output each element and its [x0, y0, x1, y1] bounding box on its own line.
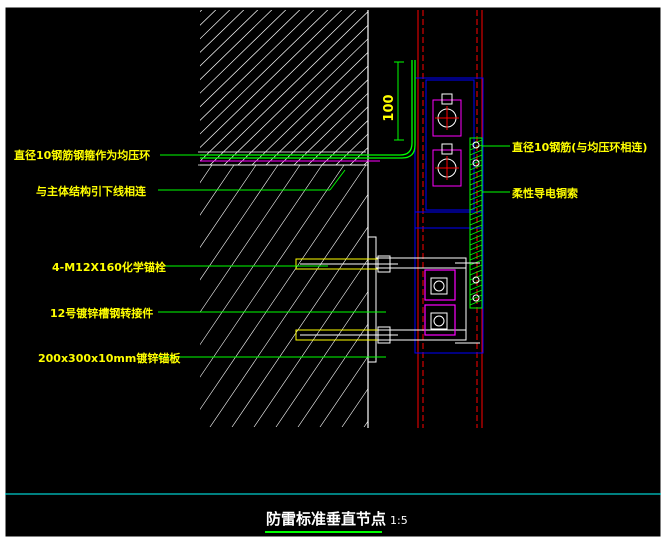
label-rebar-ring: 直径10钢筋钢箍作为均压环 — [14, 148, 150, 162]
rebar-ring — [200, 60, 416, 159]
leader-lines-right — [482, 145, 510, 193]
concrete-hatch-lower — [200, 165, 368, 427]
label-channel-connector: 12号镀锌槽钢转接件 — [50, 306, 153, 320]
label-copper-cable: 柔性导电铜索 — [511, 186, 578, 200]
label-downlead: 与主体结构引下线相连 — [36, 184, 147, 198]
dimension-value: 100 — [382, 94, 397, 121]
copper-cable — [469, 137, 483, 309]
wall-hatch-upper — [200, 10, 368, 165]
drawing-scale: 1:5 — [390, 514, 408, 527]
drawing-frame — [4, 6, 662, 538]
leader-lines-left — [158, 154, 386, 358]
label-anchor-bolt: 4-M12X160化学锚栓 — [52, 260, 166, 274]
steel-frame — [414, 77, 484, 354]
drawing-title: 防雷标准垂直节点 — [266, 510, 386, 528]
upper-bolt-connectors — [432, 93, 462, 187]
label-anchor-plate: 200x300x10mm镀锌锚板 — [38, 351, 181, 365]
channel-connectors — [424, 262, 480, 344]
anchor-plate — [367, 236, 467, 363]
dimension-100: 100 — [382, 61, 404, 141]
chemical-anchor-bolts — [295, 255, 398, 344]
label-rebar-right: 直径10钢筋(与均压环相连) — [512, 140, 647, 154]
ring-outline — [198, 151, 366, 166]
